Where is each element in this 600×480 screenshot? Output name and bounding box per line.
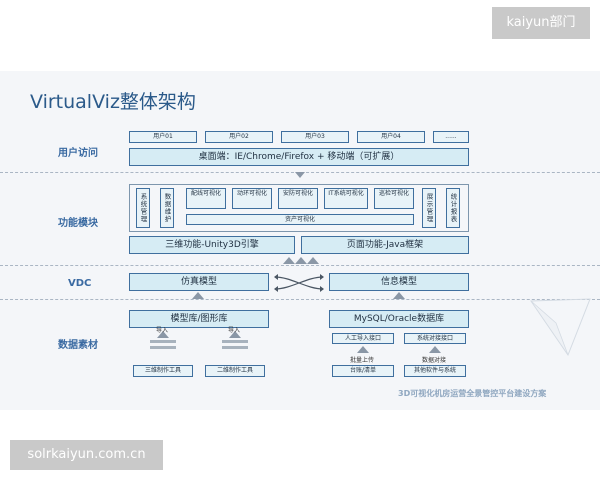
desktop-client-box: 桌面端：IE/Chrome/Firefox + 移动端（可扩展） xyxy=(129,148,469,166)
user-box: 用户04 xyxy=(357,131,425,143)
watermark-bottom-left: solrkaiyun.com.cn xyxy=(10,440,163,470)
engine-3d-box: 三维功能-Unity3D引擎 xyxy=(129,236,295,254)
module-it-system-viz: IT系统可视化 xyxy=(324,188,368,209)
module-data-maintenance: 数据维护 xyxy=(160,188,174,228)
import-arrow-bar xyxy=(222,340,248,343)
engine-page-box: 页面功能-Java框架 xyxy=(301,236,469,254)
row-label-vdc: VDC xyxy=(68,278,92,289)
user-box: 用户02 xyxy=(205,131,273,143)
user-box: 用户01 xyxy=(129,131,197,143)
decorative-triangle-icon xyxy=(530,298,591,357)
data-link-label: 数据对接 xyxy=(422,357,447,364)
up-arrow-icon xyxy=(295,257,307,264)
import-arrow-bar xyxy=(222,346,248,349)
tool-3d-box: 三维制作工具 xyxy=(133,365,193,377)
manual-import-box: 人工导入接口 xyxy=(332,333,394,344)
import-label: 导入 xyxy=(156,327,169,334)
tool-2d-box: 二维制作工具 xyxy=(205,365,265,377)
module-system-admin: 系统管理 xyxy=(136,188,150,228)
up-arrow-icon xyxy=(307,257,319,264)
ledger-box: 台账/清单 xyxy=(332,365,394,377)
up-arrow-icon xyxy=(393,292,405,299)
import-arrow-bar xyxy=(150,340,176,343)
footer-caption: 3D可视化机房运营全景管控平台建设方案 xyxy=(398,389,547,398)
separator-3 xyxy=(0,299,600,300)
batch-upload-label: 批量上传 xyxy=(350,357,375,364)
vdc-info-model-box: 信息模型 xyxy=(329,273,469,291)
row-label-user-access: 用户访问 xyxy=(58,148,98,159)
up-arrow-icon xyxy=(283,257,295,264)
watermark-top-right: kaiyun部门 xyxy=(492,7,590,39)
import-arrow-icon xyxy=(157,331,169,338)
exchange-arrows-icon xyxy=(274,274,324,292)
database-box: MySQL/Oracle数据库 xyxy=(329,310,469,328)
import-arrow-icon xyxy=(229,331,241,338)
link-arrow-icon xyxy=(429,346,441,353)
row-label-modules: 功能模块 xyxy=(58,218,98,229)
up-arrow-icon xyxy=(192,292,204,299)
user-box: 用户03 xyxy=(281,131,349,143)
import-arrow-bar xyxy=(150,346,176,349)
separator-arrow-icon xyxy=(295,172,305,178)
module-display-admin: 展示管理 xyxy=(422,188,436,228)
other-systems-box: 其他软件与系统 xyxy=(404,365,466,377)
separator-2 xyxy=(0,265,600,266)
model-library-box: 模型库/图形库 xyxy=(129,310,269,328)
module-stat-report: 统计报表 xyxy=(446,188,460,228)
import-label: 导入 xyxy=(228,327,241,334)
user-more-box: ...... xyxy=(433,131,469,143)
modules-frame xyxy=(129,184,469,232)
slide-title: VirtualViz整体架构 xyxy=(30,91,196,113)
system-import-box: 系统对接接口 xyxy=(404,333,466,344)
module-wiring-viz: 配线可视化 xyxy=(186,188,226,209)
module-inspection-viz: 巡检可视化 xyxy=(374,188,414,209)
module-power-env-viz: 动环可视化 xyxy=(232,188,272,209)
upload-arrow-icon xyxy=(357,346,369,353)
architecture-slide: VirtualViz整体架构 用户访问 功能模块 VDC 数据素材 用户01 用… xyxy=(0,71,600,410)
module-security-viz: 安防可视化 xyxy=(278,188,318,209)
vdc-sim-model-box: 仿真模型 xyxy=(129,273,269,291)
row-label-materials: 数据素材 xyxy=(58,340,98,351)
module-asset-viz: 资产可视化 xyxy=(186,214,414,225)
